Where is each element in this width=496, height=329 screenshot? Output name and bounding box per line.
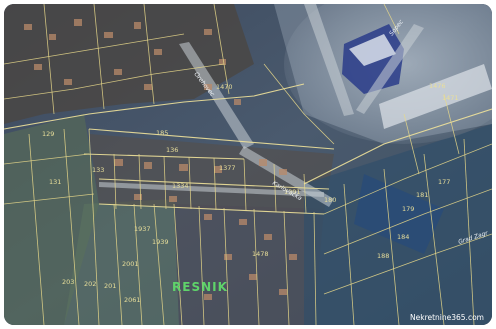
lot-label: 177 — [438, 178, 450, 186]
road-sopec — [356, 24, 424, 114]
lot-label: 1471 — [442, 94, 459, 102]
lot-label: 1937 — [134, 225, 151, 233]
road-northeast — [304, 4, 354, 116]
lot-label: 1377 — [219, 164, 236, 172]
lot-label: 1391 — [284, 188, 301, 196]
lot-label: 180 — [324, 196, 336, 204]
village-area-north — [4, 4, 254, 124]
lot-label: 133 — [92, 166, 104, 174]
lot-label: 1476 — [429, 82, 446, 90]
lot-label: 202 — [84, 280, 96, 288]
map-frame[interactable]: 185 129 131 133 136 1334 1377 181 180 17… — [4, 4, 492, 325]
field-area-southwest — [64, 199, 179, 325]
place-label-resnik: RESNIK — [172, 280, 228, 294]
lot-label: 181 — [416, 191, 428, 199]
building-roof — [349, 34, 396, 66]
lot-label: 201 — [104, 282, 116, 290]
rooftops — [24, 19, 297, 300]
lot-label: 188 — [377, 252, 389, 260]
cadastral-map[interactable]: 185 129 131 133 136 1334 1377 181 180 17… — [4, 4, 492, 325]
lot-label: 1939 — [152, 238, 169, 246]
lot-label: 185 — [156, 129, 168, 137]
watermark: Nekretnine365.com — [410, 313, 484, 322]
parcel-boundaries — [4, 4, 492, 325]
lot-numbers: 185 129 131 133 136 1334 1377 181 180 17… — [42, 82, 459, 304]
lot-label: 2001 — [122, 260, 139, 268]
road-east-west — [99, 182, 324, 197]
lot-label: 2061 — [124, 296, 141, 304]
lot-label: 1478 — [252, 250, 269, 258]
forest-patch — [354, 174, 444, 254]
lot-label: 129 — [42, 130, 54, 138]
lot-label: 184 — [397, 233, 409, 241]
road-north-south — [179, 42, 254, 149]
lot-label: 203 — [62, 278, 74, 286]
lot-label: 1334 — [172, 182, 189, 190]
parking-lot — [379, 64, 492, 129]
lot-label: 131 — [49, 178, 61, 186]
lot-label: 1470 — [216, 83, 233, 91]
lot-label: 179 — [402, 205, 414, 213]
village-area-south — [174, 204, 324, 325]
lot-label: 136 — [166, 146, 178, 154]
